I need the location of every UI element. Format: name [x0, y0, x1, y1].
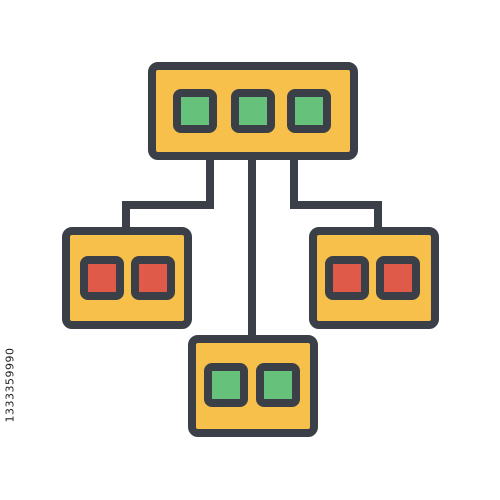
top-node-indicator-green-1 — [173, 89, 217, 133]
top-node — [148, 62, 358, 160]
right-node — [309, 227, 439, 329]
left-node-box — [62, 227, 192, 329]
bottom-node-indicator-green-2 — [256, 363, 300, 407]
right-node-indicator-red-2 — [376, 256, 420, 300]
stock-id-text: 1333359990 — [3, 347, 17, 423]
top-node-indicator-green-3 — [287, 89, 331, 133]
left-node-indicator-red-2 — [131, 256, 175, 300]
stock-id-watermark: 1333359990 — [2, 330, 18, 440]
bottom-node — [188, 335, 318, 437]
node-group — [62, 62, 439, 437]
top-node-indicator-green-2 — [231, 89, 275, 133]
right-node-indicator-red-1 — [325, 256, 369, 300]
connector-lines — [122, 157, 382, 339]
left-node-indicator-red-1 — [80, 256, 124, 300]
right-node-box — [309, 227, 439, 329]
left-node — [62, 227, 192, 329]
bottom-node-indicator-green-1 — [204, 363, 248, 407]
connector-left — [122, 157, 214, 232]
connector-right — [290, 157, 382, 232]
bottom-node-box — [188, 335, 318, 437]
